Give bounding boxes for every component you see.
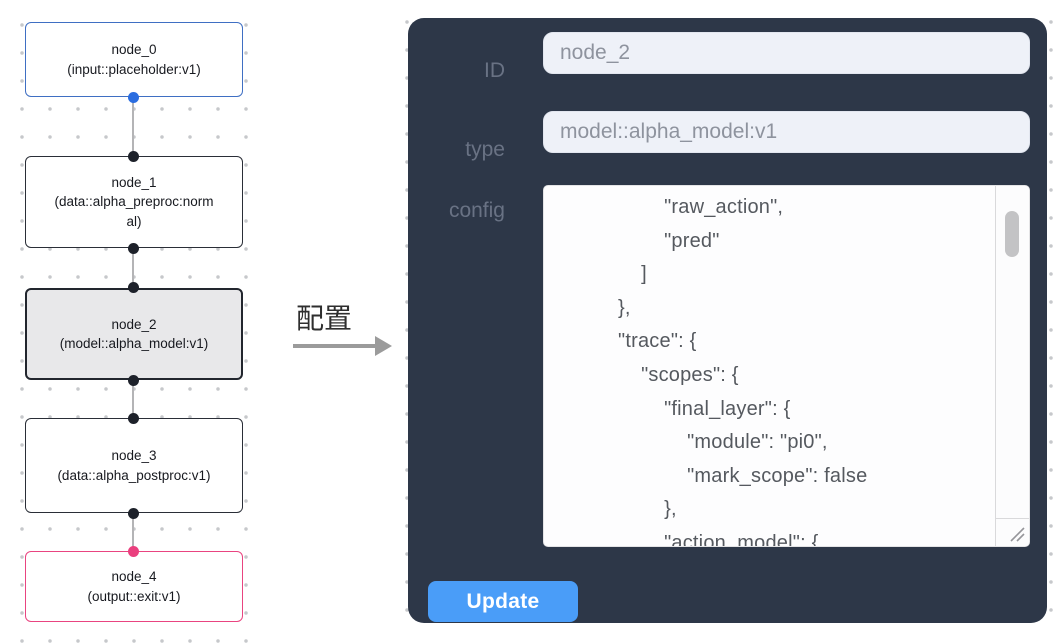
panel-canvas[interactable]: ID type config "raw_action", "pred" ] },… — [388, 0, 1060, 631]
flow-node-1[interactable]: node_1 (data::alpha_preproc:normal) — [25, 156, 243, 248]
port-out-node-2[interactable] — [127, 374, 139, 386]
type-field-label: type — [465, 138, 505, 161]
id-input[interactable] — [543, 32, 1030, 74]
node-config-panel: ID type config "raw_action", "pred" ] },… — [408, 18, 1047, 623]
port-out-node-3[interactable] — [127, 507, 139, 519]
config-json-text: "raw_action", "pred" ] }, "trace": { "sc… — [618, 196, 868, 547]
node-name: node_0 — [111, 42, 157, 58]
port-out-node-1[interactable] — [127, 242, 139, 254]
port-out-node-0[interactable] — [127, 91, 139, 103]
node-type-label: (model::alpha_model:v1) — [59, 336, 209, 351]
right-arrow-icon — [293, 344, 376, 348]
node-type-label: (data::alpha_postproc:v1) — [57, 467, 211, 483]
node-name: node_3 — [111, 448, 157, 464]
config-scrollbar-thumb[interactable] — [1005, 211, 1019, 257]
config-scrollbar-corner — [995, 518, 1029, 546]
update-button[interactable]: Update — [428, 581, 578, 622]
type-input[interactable] — [543, 111, 1030, 153]
config-scrollbar-track[interactable] — [995, 186, 1029, 546]
port-in-node-2[interactable] — [127, 282, 139, 293]
flow-node-2-selected[interactable]: node_2 (model::alpha_model:v1) — [25, 288, 243, 380]
resize-handle-icon[interactable] — [1007, 524, 1027, 544]
annotation-label: 配置 — [296, 303, 353, 334]
node-name: node_1 — [111, 175, 157, 191]
port-in-node-4[interactable] — [127, 545, 139, 557]
flow-canvas[interactable]: node_0 (input::placeholder:v1) node_1 (d… — [0, 0, 266, 643]
flow-node-0[interactable]: node_0 (input::placeholder:v1) — [25, 22, 243, 97]
node-type-label: (input::placeholder:v1) — [67, 61, 201, 77]
node-type-label: (output::exit:v1) — [87, 588, 181, 604]
node-type-label: (data::alpha_preproc:normal) — [54, 194, 214, 229]
flow-node-3[interactable]: node_3 (data::alpha_postproc:v1) — [25, 418, 243, 513]
node-name: node_4 — [111, 569, 157, 585]
config-field-label: config — [448, 199, 505, 222]
port-in-node-3[interactable] — [127, 412, 139, 424]
id-field-label: ID — [484, 59, 505, 82]
node-name: node_2 — [111, 316, 157, 332]
right-arrow-head-icon — [375, 336, 392, 356]
port-in-node-1[interactable] — [127, 150, 139, 162]
flow-node-4[interactable]: node_4 (output::exit:v1) — [25, 551, 243, 622]
config-textarea[interactable]: "raw_action", "pred" ] }, "trace": { "sc… — [543, 185, 1030, 547]
